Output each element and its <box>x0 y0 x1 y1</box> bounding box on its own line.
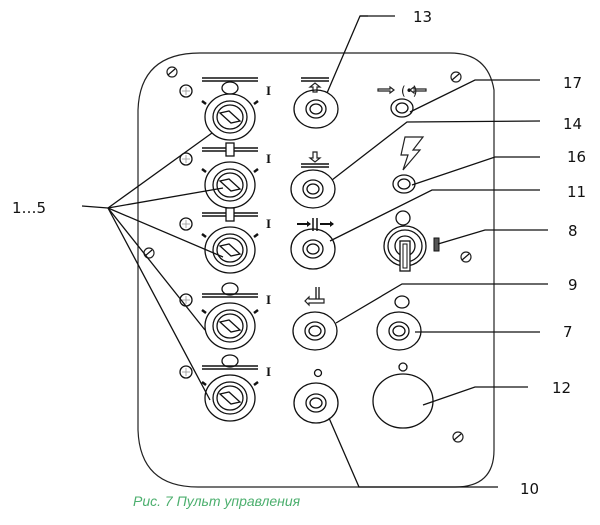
rotary-switch-1[interactable]: I <box>179 77 271 141</box>
arrow-up-icon <box>308 82 322 93</box>
indicator-lamp-icon <box>395 210 411 226</box>
indicator-dot-icon <box>313 368 323 378</box>
heating-bottom-lamp-icon <box>202 354 258 370</box>
panel-outline <box>137 52 495 488</box>
button-11[interactable] <box>290 218 336 270</box>
center-arrows-icon: (•) <box>377 84 427 98</box>
position-mark-on: I <box>266 151 271 166</box>
screw-icon <box>450 71 462 83</box>
indicator-lamp-icon <box>179 152 193 166</box>
heating-bar-icon <box>202 207 258 222</box>
callout-1-5: 1…5 <box>12 199 46 217</box>
position-mark-on: I <box>266 292 271 307</box>
rotary-switch-5[interactable]: I <box>179 354 271 422</box>
toggle-lever[interactable] <box>399 240 411 272</box>
button-9[interactable] <box>292 287 338 351</box>
screw-icon <box>460 251 472 263</box>
indicator-16[interactable] <box>392 136 425 194</box>
indicator-lamp-icon <box>394 295 410 309</box>
callout-10: 10 <box>520 480 539 498</box>
heating-bar-icon <box>202 142 258 157</box>
position-mark-on: I <box>266 364 271 379</box>
screw-icon <box>143 247 155 259</box>
mushroom-button-12[interactable] <box>372 362 434 429</box>
knob-pointer <box>218 110 242 124</box>
position-mark-on: I <box>266 83 271 98</box>
release-left-icon <box>304 287 325 307</box>
callout-lines <box>81 15 548 488</box>
knob-pointer <box>218 243 242 257</box>
knob-pointer <box>218 178 242 192</box>
callout-11: 11 <box>567 183 586 201</box>
lightning-icon <box>400 136 425 171</box>
arrow-down-icon <box>308 151 322 163</box>
button-13[interactable] <box>293 77 339 129</box>
rotary-switch-2[interactable]: I <box>179 142 271 209</box>
rotary-switch-3[interactable]: I <box>179 207 271 274</box>
button-10[interactable] <box>293 368 339 424</box>
toggle-switch-8[interactable] <box>383 210 440 272</box>
indicator-lamp-icon <box>179 217 193 231</box>
callout-9: 9 <box>568 276 578 294</box>
callout-7: 7 <box>563 323 573 341</box>
callout-17: 17 <box>563 74 582 92</box>
button-14[interactable] <box>290 151 336 209</box>
knob-pointer <box>218 391 242 405</box>
figure-caption: Рис. 7 Пульт управления <box>133 493 301 509</box>
screw-icon <box>166 66 178 78</box>
callout-8: 8 <box>568 222 578 240</box>
callout-12: 12 <box>552 379 571 397</box>
indicator-dot-icon <box>398 362 408 372</box>
callout-16: 16 <box>567 148 586 166</box>
position-mark-on: I <box>266 216 271 231</box>
indicator-17[interactable]: (•) <box>377 84 427 118</box>
callout-13: 13 <box>413 8 432 26</box>
button-7[interactable] <box>376 295 422 351</box>
screw-icon <box>452 431 464 443</box>
heating-bottom-lamp-icon <box>202 282 258 298</box>
indicator-lamp-icon <box>179 84 193 98</box>
heating-top-lamp-icon <box>202 77 258 95</box>
knob-pointer <box>218 319 242 333</box>
indicator-lamp-icon <box>179 365 193 379</box>
callout-14: 14 <box>563 115 582 133</box>
rotary-switch-4[interactable]: I <box>179 282 271 350</box>
